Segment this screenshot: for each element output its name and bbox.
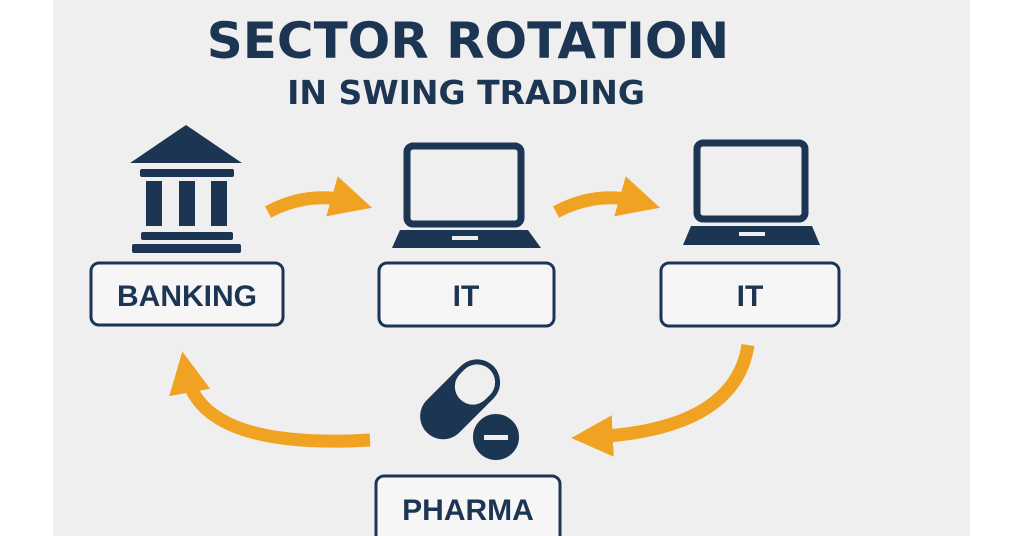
laptop-icon: [392, 142, 541, 248]
title: SECTOR ROTATION: [207, 12, 730, 70]
laptop-icon: [683, 139, 820, 245]
sector-box-banking: BANKING: [89, 261, 285, 327]
arrow-pharma-to-banking: [169, 351, 371, 448]
sector-label: IT: [737, 280, 764, 313]
arrow-banking-to-it: [264, 176, 373, 218]
subtitle: IN SWING TRADING: [287, 73, 645, 112]
sector-label: IT: [453, 280, 480, 313]
arrow-it-to-it: [552, 176, 661, 218]
sector-box-it-1: IT: [377, 261, 556, 328]
sector-box-pharma: PHARMA: [374, 474, 562, 536]
sector-label: BANKING: [117, 280, 257, 313]
pill-icon: [420, 359, 523, 464]
arrow-it-to-pharma: [571, 343, 755, 457]
sector-label: PHARMA: [402, 494, 534, 527]
sector-box-it-2: IT: [659, 261, 841, 328]
bank-icon: [130, 125, 242, 253]
